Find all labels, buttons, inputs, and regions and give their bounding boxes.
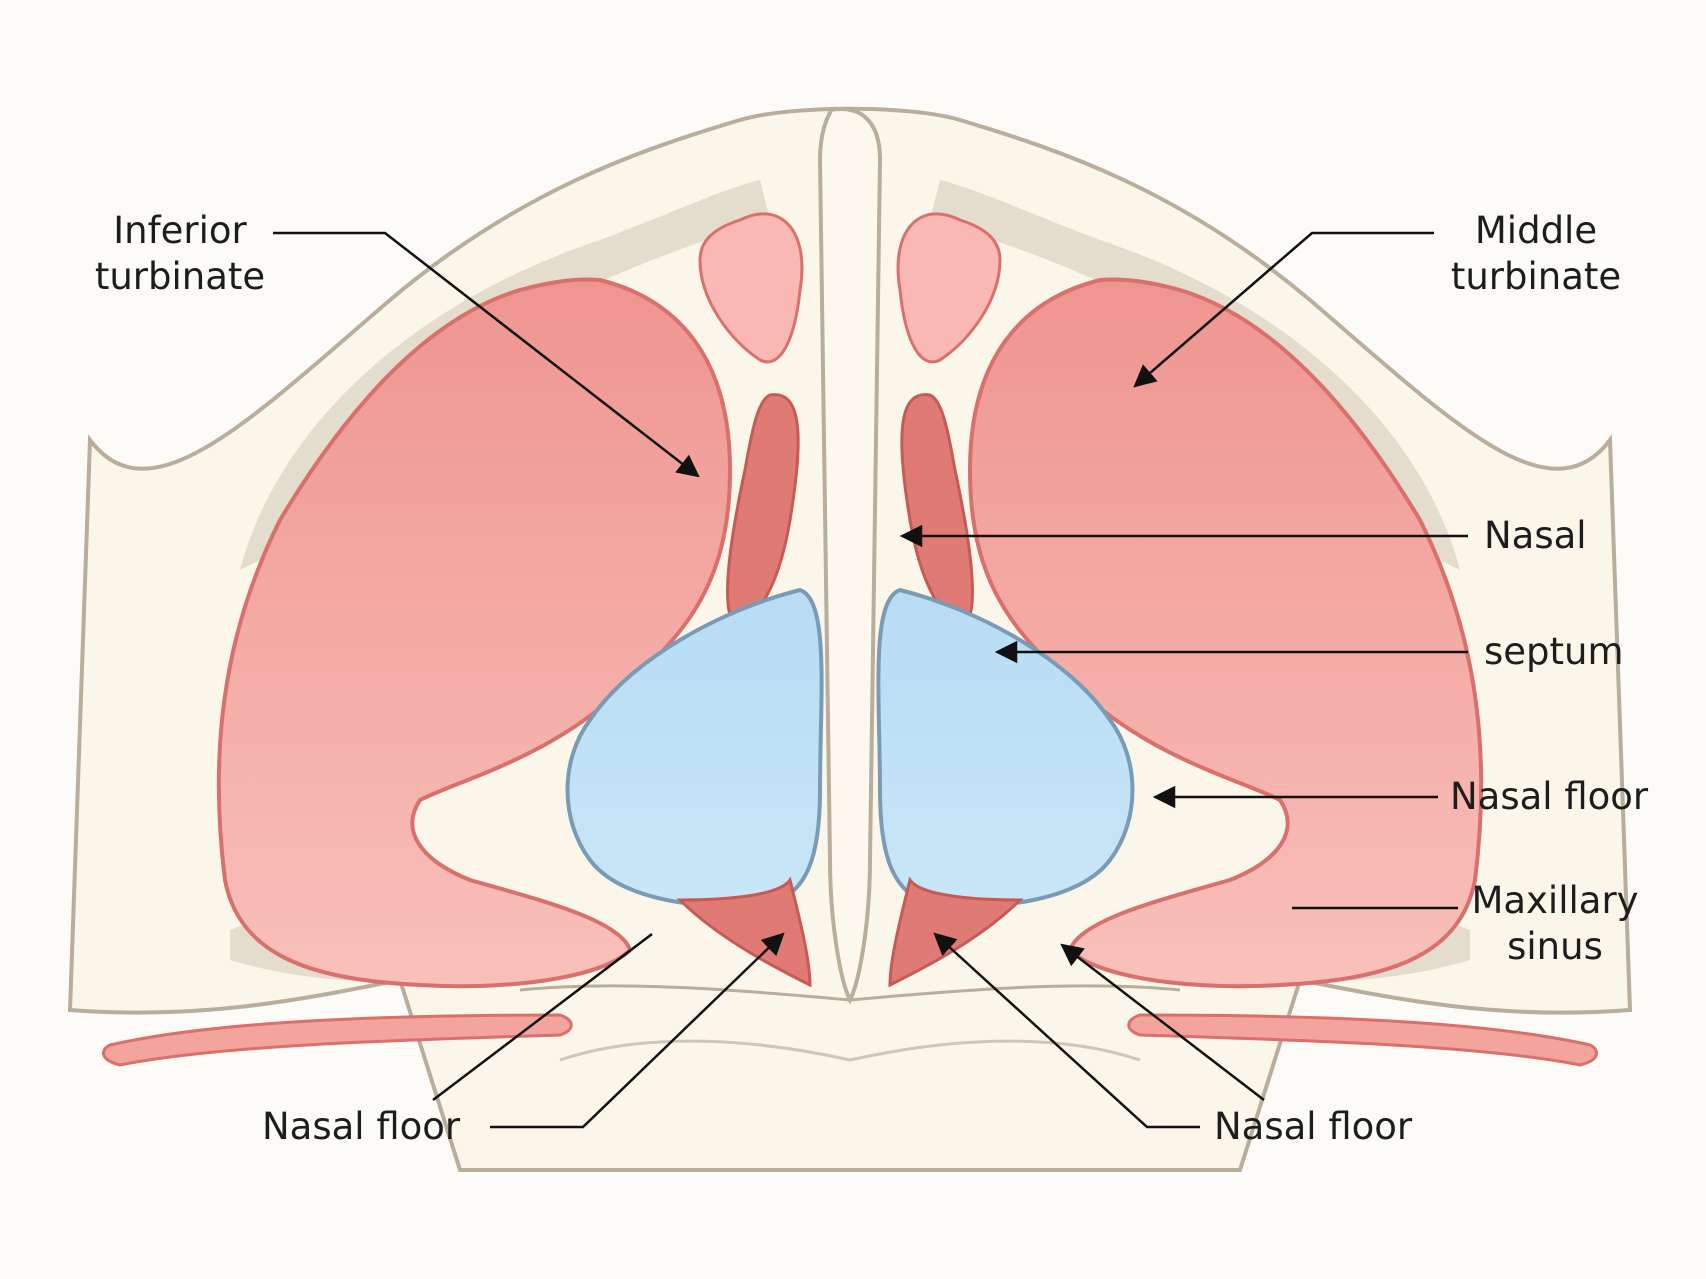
label-nasal-floor-right: Nasal floor [1450,775,1649,818]
label-nasal-floor-bottom-left: Nasal floor [262,1105,461,1148]
label-inferior-turbinate-line1: Inferior [113,209,247,252]
label-maxillary-sinus: Maxillary sinus [1460,878,1650,970]
label-maxillary-sinus-line1: Maxillary [1471,879,1639,922]
leader-nasal-floor-bottom-right-2 [1060,943,1265,1101]
right-upper-bone-shade [930,180,1460,570]
label-inferior-turbinate-line2: turbinate [94,255,266,298]
label-maxillary-sinus-line2: sinus [1507,925,1603,968]
bottom-lines-2 [559,1039,1141,1062]
right-maxillary-sinus [967,277,1484,989]
left-upper-cell [698,212,804,364]
left-airway [565,587,824,909]
label-nasal: Nasal [1484,514,1587,557]
left-lower-red-tissue [676,876,812,988]
leader-middle-turbinate [1133,231,1434,388]
label-middle-turbinate-line2: turbinate [1450,255,1622,298]
right-bottom-tube [1127,1013,1598,1067]
leader-lines [273,231,1468,1129]
leader-inferior-turbinate [273,231,700,478]
right-airway [876,587,1135,909]
label-middle-turbinate-line1: Middle [1474,209,1598,252]
left-upper-bone-shade [240,180,770,570]
label-nasal-floor-bottom-right: Nasal floor [1214,1105,1413,1148]
nasal-septum [817,107,883,1005]
leader-nasal-floor-bottom-right [933,932,1200,1129]
right-upper-cell [896,212,1002,364]
leader-nasal-floor-bottom-left [490,932,785,1129]
leader-nasal-floor-bottom-left-2 [432,933,653,1101]
left-bottom-tube [102,1013,573,1067]
label-inferior-turbinate: Inferior turbinate [80,208,280,300]
label-septum: septum [1484,630,1624,673]
label-middle-turbinate: Middle turbinate [1436,208,1636,300]
